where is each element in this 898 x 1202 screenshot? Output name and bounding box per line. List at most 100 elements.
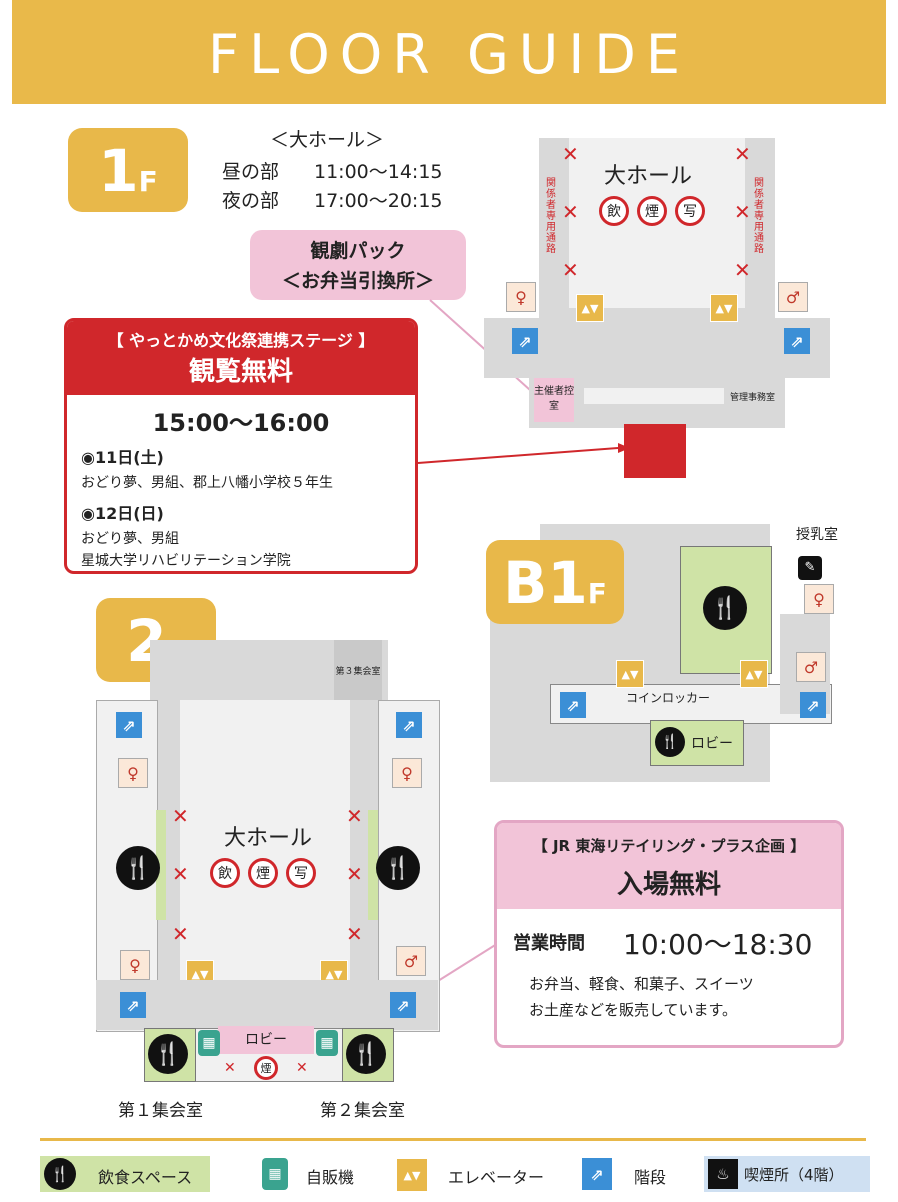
jr-hours: 10:00〜18:30: [623, 928, 813, 961]
no-photo-icons: 飲 煙 写: [599, 196, 705, 226]
stairs-icon: ⇗: [800, 692, 826, 718]
host-room: 主催者控室: [534, 378, 574, 422]
legend-stairs-label: 階段: [634, 1168, 667, 1187]
stage-location: [624, 424, 686, 478]
office-room: 管理事務室: [730, 393, 776, 403]
jr-desc2: お土産などを販売しています。: [529, 1001, 738, 1019]
b1-lobby: 🍴 ロビー: [650, 720, 744, 766]
jr-info-title: 入場無料: [616, 870, 721, 900]
room2-label: 第２集会室: [320, 1101, 405, 1121]
eating-icon: 🍴: [116, 846, 160, 890]
stage-time: 15:00〜16:00: [152, 409, 330, 437]
floor-badge-1f: 1F: [68, 128, 188, 212]
no-smoking-icon: 煙: [637, 196, 667, 226]
stage-day1-text: おどり夢、男組、郡上八幡小学校５年生: [81, 475, 333, 491]
no-entry-icon: ✕: [562, 142, 579, 166]
eating-icon: 🍴: [44, 1158, 76, 1190]
room1-label: 第１集会室: [118, 1101, 203, 1121]
legend-divider: [40, 1138, 866, 1141]
staff-passage-right: 関係者専用通路: [754, 178, 764, 255]
vending-machine-icon: ▦: [198, 1030, 220, 1056]
elevator-icon: ▲▼: [616, 660, 644, 688]
restroom-icon: ♀: [118, 758, 148, 788]
page-title: FLOOR GUIDE: [12, 0, 886, 104]
legend-smoke: ♨ 喫煙所（4階）: [704, 1156, 870, 1192]
no-entry-icon: ✕: [172, 922, 189, 946]
floor-badge-f: F: [138, 165, 158, 198]
hall-label: 大ホール: [604, 164, 693, 189]
floor-badge-number: B1: [503, 549, 588, 617]
stairs-icon: ⇗: [560, 692, 586, 718]
no-entry-icon: ✕: [296, 1060, 308, 1076]
eating-icon: 🍴: [148, 1034, 188, 1074]
hall-label: 大ホール: [224, 826, 313, 851]
vending-machine-icon: ▦: [262, 1158, 288, 1190]
jr-info-box: 【 JR 東海リテイリング・プラス企画 】 入場無料 営業時間 10:00〜18…: [494, 820, 844, 1048]
bento-pickup-line1: 観劇パック: [310, 240, 406, 262]
jr-info-subtitle: 【 JR 東海リテイリング・プラス企画 】: [532, 837, 806, 855]
elevator-icon: ▲▼: [740, 660, 768, 688]
floor-badge-number: 1: [98, 137, 139, 205]
stairs-icon: ⇗: [120, 992, 146, 1018]
legend: 🍴 飲食スペース ▦ 自販機 ▲▼ エレベーター ⇗ 階段 ♨ 喫煙所（4階）: [40, 1156, 870, 1194]
restroom-icon: ♀: [506, 282, 536, 312]
restroom-icon: ♀: [804, 584, 834, 614]
nursing-room-label: 授乳室: [796, 527, 838, 543]
legend-eat-label: 飲食スペース: [98, 1168, 193, 1187]
no-camera-icon: 写: [675, 196, 705, 226]
stairs-icon: ⇗: [116, 712, 142, 738]
legend-vend-label: 自販機: [306, 1168, 355, 1187]
restroom-icon: ♀: [392, 758, 422, 788]
no-camera-icon: 写: [286, 858, 316, 888]
elevator-icon: ▲▼: [576, 294, 604, 322]
legend-eat: 🍴 飲食スペース: [40, 1156, 210, 1192]
lunch-label: 昼の部: [222, 161, 280, 183]
staff-passage-left: 関係者専用通路: [546, 178, 556, 255]
no-smoking-icon: 煙: [248, 858, 278, 888]
no-entry-icon: ✕: [562, 258, 579, 282]
floor-badge-b1f: B1F: [486, 540, 624, 624]
eating-icon: 🍴: [376, 846, 420, 890]
dinner-time: 17:00〜20:15: [314, 190, 443, 212]
bento-pickup-line2: ＜お弁当引換所＞: [281, 270, 434, 292]
nursing-icon: ✎: [798, 556, 822, 580]
stage-day2: ◉12日(日): [81, 504, 164, 523]
no-entry-icon: ✕: [734, 258, 751, 282]
no-entry-icon: ✕: [346, 922, 363, 946]
smoking-icon: ♨: [708, 1159, 738, 1189]
no-food-icon: 飲: [210, 858, 240, 888]
lobby-2f-label: ロビー: [245, 1032, 287, 1048]
no-entry-icon: ✕: [172, 804, 189, 828]
restroom-icon: ♂: [778, 282, 808, 312]
stage-info-header: 【 やっとかめ文化祭連携ステージ 】 観覧無料: [67, 321, 415, 395]
no-photo-icons: 飲 煙 写: [210, 858, 316, 888]
no-entry-icon: ✕: [346, 862, 363, 886]
coin-locker-label: コインロッカー: [626, 691, 711, 705]
no-entry-icon: ✕: [346, 804, 363, 828]
bento-pickup-callout: 観劇パック ＜お弁当引換所＞: [250, 230, 466, 300]
jr-desc1: お弁当、軽食、和菓子、スイーツ: [529, 975, 754, 993]
legend-elev-label: エレベーター: [448, 1168, 545, 1187]
stage-info-subtitle: 【 やっとかめ文化祭連携ステージ 】: [107, 331, 375, 350]
map-2f: 第３集会室 大ホール 飲 煙 写 ✕ ✕ ✕ ✕ ✕ ✕ ⇗ ⇗ ♀ ♀ 🍴 🍴…: [96, 640, 440, 1082]
no-entry-icon: ✕: [172, 862, 189, 886]
jr-hours-label: 営業時間: [513, 933, 585, 954]
stage-info-title: 観覧無料: [188, 357, 293, 387]
lobby-2f: ロビー: [218, 1026, 314, 1054]
room3-label: 第３集会室: [335, 667, 381, 677]
stairs-icon: ⇗: [784, 328, 810, 354]
stairs-icon: ⇗: [582, 1158, 612, 1190]
stage-day1: ◉11日(土): [81, 448, 164, 467]
stage-day2-text2: 星城大学リハビリテーション学院: [81, 553, 291, 569]
stairs-icon: ⇗: [396, 712, 422, 738]
no-smoking-icon: 煙: [254, 1056, 278, 1080]
eating-icon: 🍴: [346, 1034, 386, 1074]
eating-icon: 🍴: [703, 586, 747, 630]
host-room-label: 主催者控室: [534, 386, 574, 412]
map-1f: 大ホール 飲 煙 写 ✕ ✕ ✕ ✕ ✕ ✕ 関係者専用通路 関係者専用通路 ▲…: [484, 138, 830, 428]
no-entry-icon: ✕: [562, 200, 579, 224]
restroom-icon: ♂: [396, 946, 426, 976]
stage-info-box: 【 やっとかめ文化祭連携ステージ 】 観覧無料 15:00〜16:00 ◉11日…: [64, 318, 418, 574]
hall-hours-title: ＜大ホール＞: [270, 129, 385, 151]
legend-smoke-label: 喫煙所（4階）: [744, 1166, 844, 1184]
